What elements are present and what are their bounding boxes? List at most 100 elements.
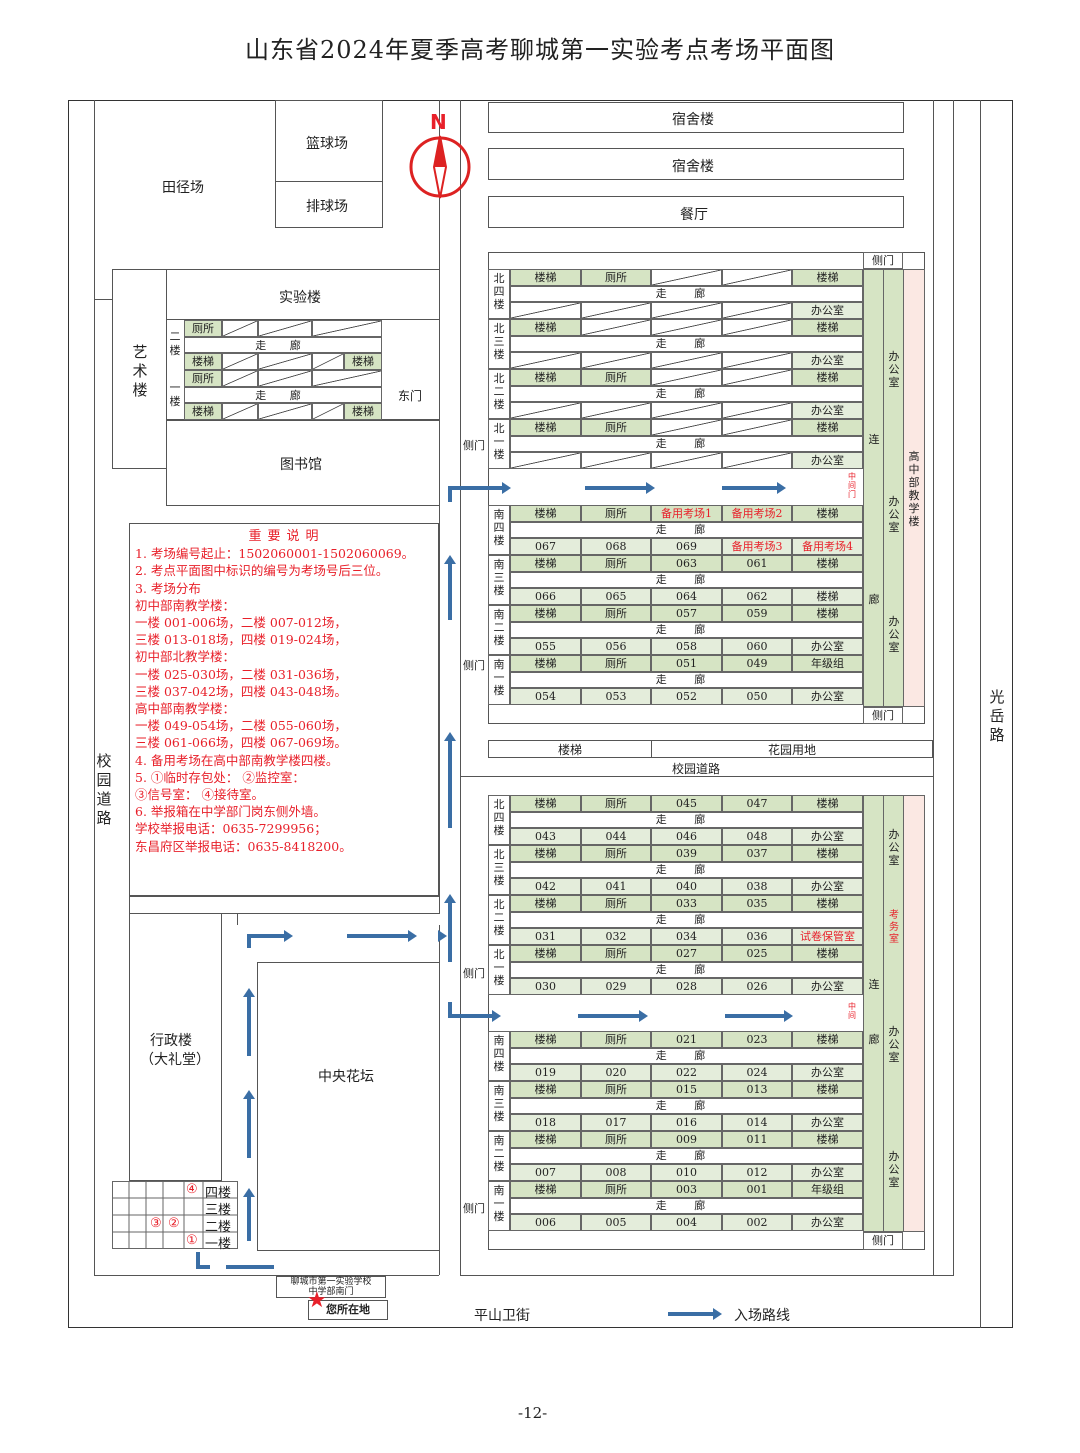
room-cell: 055: [510, 638, 581, 655]
floor-label: 北一楼: [488, 945, 510, 995]
road-edge: [237, 913, 440, 925]
note-line: 一楼 049-054场，二楼 055-060场，: [135, 718, 347, 734]
room-cell: 厕所: [581, 1081, 651, 1098]
admin-floor-2: 二楼: [205, 1220, 232, 1235]
lab-room: [222, 403, 258, 420]
location-star-icon: ★: [307, 1288, 327, 1313]
room-cell: [581, 402, 651, 419]
room-cell: 039: [651, 845, 722, 862]
hallway: 走 廊: [510, 386, 863, 402]
room-cell: 027: [651, 945, 722, 962]
road-strip: [129, 896, 440, 914]
room-cell: 厕所: [581, 269, 651, 286]
hallway: 走 廊: [510, 1198, 863, 1214]
route-segment: [196, 1252, 200, 1269]
room-cell: [722, 319, 792, 336]
room-cell: 楼梯: [792, 1131, 863, 1148]
floor-label: 北四楼: [488, 795, 510, 845]
road-line: [933, 100, 934, 1275]
floor-label: 南二楼: [488, 605, 510, 655]
compass-icon: N: [408, 110, 472, 202]
room-cell: 021: [651, 1031, 722, 1048]
hallway: 走 廊: [510, 1148, 863, 1164]
route-arrow: [243, 1090, 255, 1158]
room-cell: 025: [722, 945, 792, 962]
room-cell: [651, 352, 722, 369]
floor-label: 北三楼: [488, 319, 510, 369]
room-cell: 013: [722, 1081, 792, 1098]
room-cell: [722, 452, 792, 469]
room-cell: 006: [510, 1214, 581, 1231]
room-cell: 楼梯: [792, 1081, 863, 1098]
room-cell: [581, 452, 651, 469]
room-cell: 053: [581, 688, 651, 705]
note-line: 一楼 025-030场，二楼 031-036场，: [135, 666, 347, 682]
room-cell: 厕所: [581, 895, 651, 912]
room-cell: 061: [722, 555, 792, 572]
lab-floor2-label: 二楼: [169, 330, 181, 357]
floor-label: 南三楼: [488, 555, 510, 605]
hallway: 走 廊: [510, 522, 863, 538]
admin-floor-4: 四楼: [205, 1186, 232, 1201]
room-cell: 059: [722, 605, 792, 622]
room-cell: 050: [722, 688, 792, 705]
page-number: -12-: [518, 1404, 548, 1422]
room-cell: [510, 452, 581, 469]
room-cell: 楼梯: [510, 655, 581, 672]
note-line: 初中部南教学楼：: [135, 597, 236, 613]
lab-floor1-label: 一楼: [169, 381, 181, 408]
senior-teaching-label: 高中部教学楼: [908, 450, 920, 528]
hallway: 走 廊: [510, 286, 863, 302]
room-cell: 012: [722, 1164, 792, 1181]
hallway: 走 廊: [510, 572, 863, 588]
admin-floor-1: 一楼: [205, 1237, 232, 1252]
room-cell: 楼梯: [510, 945, 581, 962]
room-cell: 备用考场1: [651, 505, 722, 522]
lab-room: [258, 370, 312, 387]
lab-building: [166, 269, 440, 320]
lab-room: [222, 370, 258, 387]
room-cell: 厕所: [581, 655, 651, 672]
room-cell: 厕所: [581, 419, 651, 436]
volleyball-label: 排球场: [306, 199, 348, 215]
dorm-building-2: [488, 148, 904, 180]
room-cell: [651, 402, 722, 419]
room-cell: 056: [581, 638, 651, 655]
room-cell: 009: [651, 1131, 722, 1148]
floor-label: 北二楼: [488, 369, 510, 419]
room-cell: 厕所: [581, 1181, 651, 1198]
hallway: 走 廊: [510, 912, 863, 928]
room-cell: 047: [722, 795, 792, 812]
middle-gate-label: 中间: [848, 1002, 856, 1020]
room-cell: 厕所: [581, 555, 651, 572]
room-cell: 034: [651, 928, 722, 945]
lab-room: [312, 320, 382, 337]
notes-heading: 重要说明: [248, 529, 325, 544]
note-line: ③信号室： ④接待室。: [135, 787, 264, 803]
guangyue-road-label: 光岳路: [989, 688, 1005, 744]
room-cell: 060: [722, 638, 792, 655]
canteen-building: [488, 196, 904, 228]
floor-label: 南二楼: [488, 1131, 510, 1181]
connect-label: 连: [868, 433, 880, 446]
route-arrow: [448, 482, 511, 494]
lab-stairs: 楼梯: [184, 353, 222, 370]
lab-room: [222, 353, 258, 370]
lab-room: [258, 403, 312, 420]
route-arrow: [243, 1188, 255, 1241]
note-line: 学校举报电话：0635-7299956；: [135, 821, 327, 837]
room-cell: 楼梯: [792, 588, 863, 605]
room-cell: [651, 369, 722, 386]
east-gate-label: 东门: [398, 389, 423, 403]
room-cell: 051: [651, 655, 722, 672]
route-arrow: [247, 930, 293, 942]
pingshan-street-label: 平山卫街: [474, 1308, 530, 1324]
room-cell: 楼梯: [792, 269, 863, 286]
room-cell: 楼梯: [792, 419, 863, 436]
auditorium-label: （大礼堂）: [140, 1052, 210, 1068]
room-cell: 069: [651, 538, 722, 555]
dorm-label-2: 宿舍楼: [672, 159, 714, 175]
basketball-label: 篮球场: [306, 136, 348, 152]
room-cell: 楼梯: [792, 555, 863, 572]
note-line: 5. ①临时存包处： ②监控室：: [135, 769, 305, 785]
